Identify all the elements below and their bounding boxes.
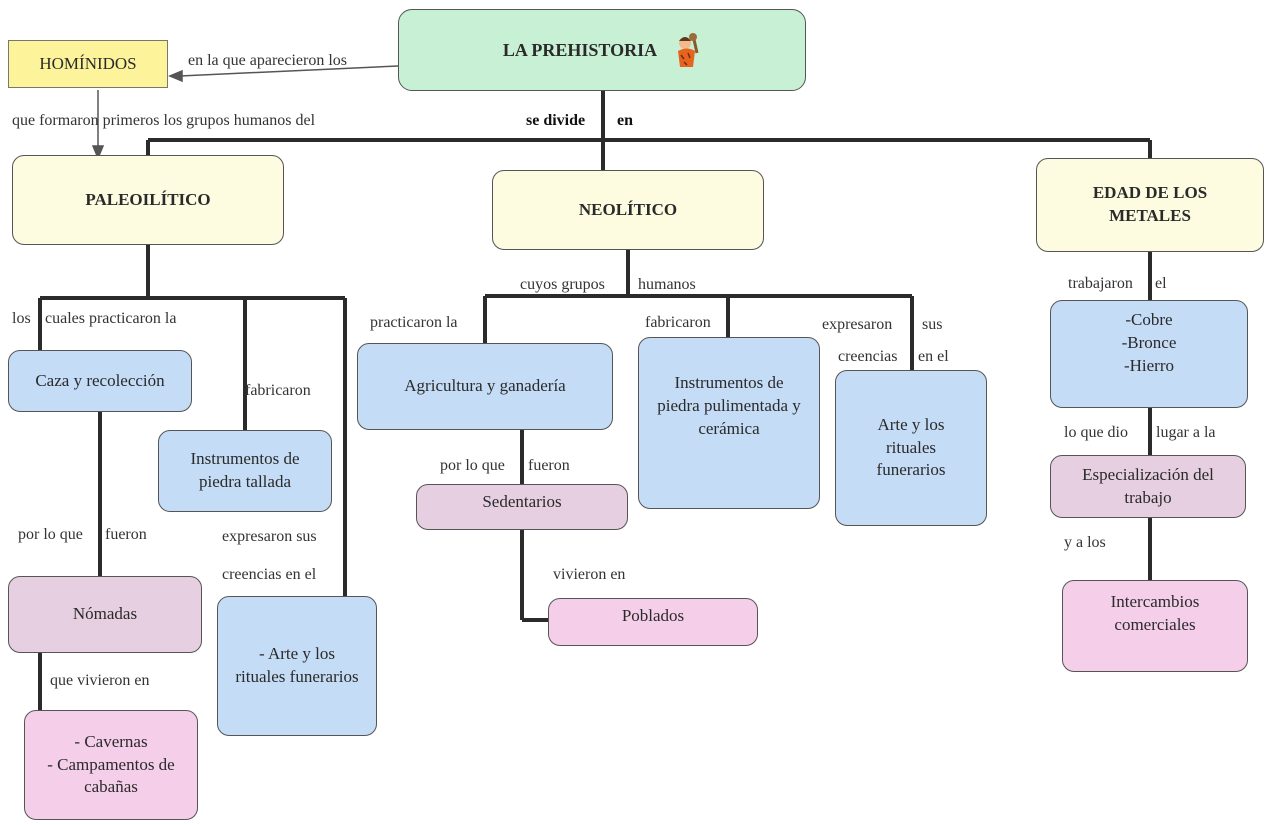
link-expresaron-neo: expresaron: [822, 316, 893, 333]
node-hominidos: HOMÍNIDOS: [8, 40, 168, 88]
link-fueron-paleo: fueron: [105, 526, 147, 543]
link-sus: sus: [922, 316, 943, 333]
node-piedra-pulimentada: Instrumentos de piedra pulimentada y cer…: [638, 337, 820, 509]
node-edad-de-los-metales: EDAD DE LOS METALES: [1036, 158, 1264, 252]
link-el: el: [1155, 275, 1167, 292]
node-especializacion-label: Especialización del trabajo: [1082, 464, 1214, 507]
node-neolitico-label: NEOLÍTICO: [578, 199, 678, 219]
link-vivieron-paleo: que vivieron en: [50, 672, 150, 689]
node-nomadas-label: Nómadas: [72, 604, 138, 624]
node-poblados: Poblados: [548, 598, 758, 646]
node-arte-paleo-label: - Arte y los rituales funerarios: [235, 644, 359, 686]
link-en-el: en el: [918, 348, 949, 365]
node-sedentarios: Sedentarios: [416, 484, 628, 530]
node-neolitico: NEOLÍTICO: [492, 170, 764, 250]
link-creencias-neo: creencias: [838, 348, 898, 365]
node-cavernas-label: - Cavernas - Campamentos de cabañas: [47, 731, 175, 797]
node-arte-paleo: - Arte y los rituales funerarios: [217, 596, 377, 736]
node-piedra-tallada: Instrumentos de piedra tallada: [158, 430, 332, 512]
link-cuales: cuales practicaron la: [45, 310, 177, 327]
node-especializacion: Especialización del trabajo: [1050, 455, 1246, 518]
link-vivieron-neo: vivieron en: [553, 566, 626, 583]
link-humanos: humanos: [638, 276, 696, 293]
node-agricultura-label: Agricultura y ganadería: [404, 376, 566, 396]
node-poblados-label: Poblados: [621, 606, 685, 625]
node-cavernas: - Cavernas - Campamentos de cabañas: [24, 710, 198, 820]
link-expresaron-paleo: expresaron sus: [222, 528, 317, 545]
node-metales-label: EDAD DE LOS METALES: [1092, 183, 1208, 225]
link-los: los: [12, 310, 31, 327]
node-paleolitico-label: PALEOILÍTICO: [85, 189, 211, 209]
link-fabricaron-paleo: fabricaron: [245, 382, 311, 399]
node-piedra-tallada-label: Instrumentos de piedra tallada: [190, 449, 300, 491]
node-nomadas: Nómadas: [8, 576, 202, 653]
link-por-lo-que-paleo: por lo que: [18, 526, 83, 543]
link-lugar: lugar a la: [1156, 424, 1216, 441]
link-creencias-paleo: creencias en el: [222, 566, 317, 583]
link-cuyos-grupos: cuyos grupos: [520, 276, 605, 293]
node-la-prehistoria: LA PREHISTORIA: [398, 9, 806, 91]
node-pulimentada-label: Instrumentos de piedra pulimentada y cer…: [657, 373, 801, 438]
node-sedentarios-label: Sedentarios: [482, 492, 562, 511]
node-intercambios-label: Intercambios comerciales: [1110, 592, 1200, 634]
node-caza-recoleccion: Caza y recolección: [8, 350, 192, 412]
node-agricultura: Agricultura y ganadería: [357, 343, 613, 430]
node-intercambios: Intercambios comerciales: [1062, 580, 1248, 672]
link-se-divide: se divide: [526, 112, 586, 129]
link-lo-que-dio: lo que dio: [1064, 424, 1128, 441]
node-paleolitico: PALEOILÍTICO: [12, 155, 284, 245]
node-arte-neo-label: Arte y los rituales funerarios: [876, 414, 946, 480]
link-aparecieron: en la que aparecieron los: [188, 52, 348, 69]
link-fueron-neo: fueron: [528, 457, 570, 474]
node-la-prehistoria-label: LA PREHISTORIA: [502, 39, 658, 60]
link-trabajaron: trabajaron: [1068, 275, 1133, 292]
link-por-lo-que-neo: por lo que: [440, 457, 505, 474]
caveman-icon: [678, 33, 699, 67]
link-formaron: que formaron primeros los grupos humanos…: [12, 112, 316, 129]
node-metales-lista: -Cobre -Bronce -Hierro: [1050, 300, 1248, 408]
link-en: en: [617, 112, 633, 129]
node-arte-neo: Arte y los rituales funerarios: [835, 370, 987, 526]
node-metales-lista-label: -Cobre -Bronce -Hierro: [1121, 310, 1177, 375]
node-hominidos-label: HOMÍNIDOS: [39, 53, 137, 73]
node-caza-label: Caza y recolección: [35, 370, 165, 390]
link-practicaron-neo: practicaron la: [370, 314, 458, 331]
link-y-a-los: y a los: [1064, 534, 1106, 551]
link-fabricaron-neo: fabricaron: [645, 314, 711, 331]
